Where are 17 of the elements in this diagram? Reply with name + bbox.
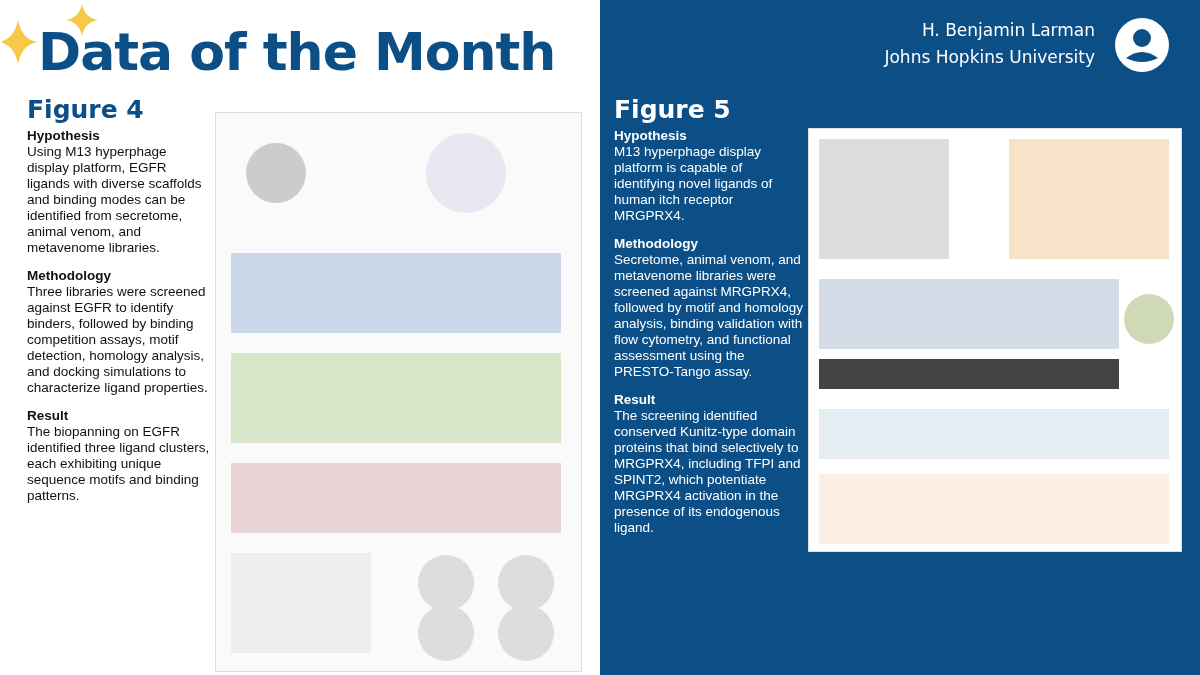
section-paragraph: Secretome, animal venom, and metavenome libraries were screened against MRGPRX4, followed by motif and homology analysis, binding validation with flow cytometry, and functional assessment using the PRESTO-Tango assay.: [614, 252, 804, 380]
section-heading: Hypothesis: [614, 128, 688, 144]
author-text: H. Benjamin Larman: [920, 20, 1095, 40]
slide-title: Data of the Month: [38, 22, 556, 82]
section-paragraph: Using M13 hyperphage display platform, EGFR ligands with diverse scaffolds and binding modes can be identified from secretome, animal venom, and metavenome libraries.: [27, 144, 203, 256]
figure-heading: Figure 4: [27, 95, 145, 124]
section-paragraph: Three libraries were screened against EGFR to identify binders, followed by binding competition assays, motif detection, homology analysis, and docking simulations to characterize ligand properties.: [27, 284, 209, 396]
section-paragraph: M13 hyperphage display platform is capable of identifying novel ligands of human itch receptor MRGPRX4.: [614, 144, 774, 224]
section-paragraph: The screening identified conserved Kunitz-type domain proteins that bind selectively to MRGPRX4, including TFPI and SPINT2, which potentiate MRGPRX4 activation in the presence of its endogenous ligand.: [614, 408, 802, 536]
author-text: Johns Hopkins University: [882, 47, 1095, 67]
section-heading: Methodology: [614, 236, 699, 252]
section-paragraph: The biopanning on EGFR identified three ligand clusters, each exhibiting unique sequence motifs and binding patterns.: [27, 424, 211, 504]
section-heading: Methodology: [27, 268, 112, 284]
figure-heading: Figure 5: [614, 95, 732, 124]
section-heading: Hypothesis: [27, 128, 101, 144]
section-heading: Result: [27, 408, 70, 424]
section-heading: Result: [614, 392, 657, 408]
